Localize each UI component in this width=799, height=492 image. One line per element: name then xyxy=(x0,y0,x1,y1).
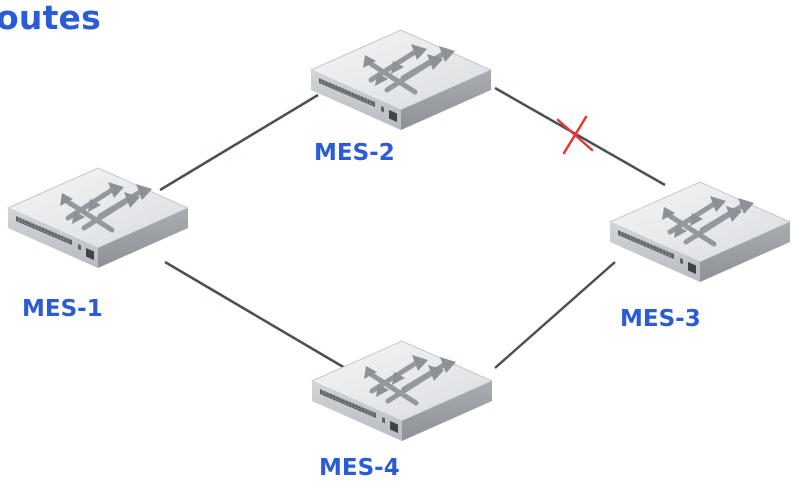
mes1-switch-icon[interactable] xyxy=(8,168,188,268)
link-mes2-mes3 xyxy=(494,86,666,187)
mes3-switch-icon[interactable] xyxy=(610,182,790,282)
node-label-mes3: MES-3 xyxy=(620,306,701,332)
node-label-mes1: MES-1 xyxy=(22,296,103,322)
mes2-switch-icon[interactable] xyxy=(311,30,491,130)
link-mes4-mes1 xyxy=(164,260,346,370)
blocked-link-x-icon xyxy=(556,115,594,155)
mes4-switch-icon[interactable] xyxy=(312,341,492,441)
page-title: outes xyxy=(0,0,101,37)
node-label-mes2: MES-2 xyxy=(314,140,395,166)
link-mes3-mes4 xyxy=(494,261,616,369)
node-label-mes4: MES-4 xyxy=(319,455,400,481)
link-mes1-mes2 xyxy=(159,93,319,192)
